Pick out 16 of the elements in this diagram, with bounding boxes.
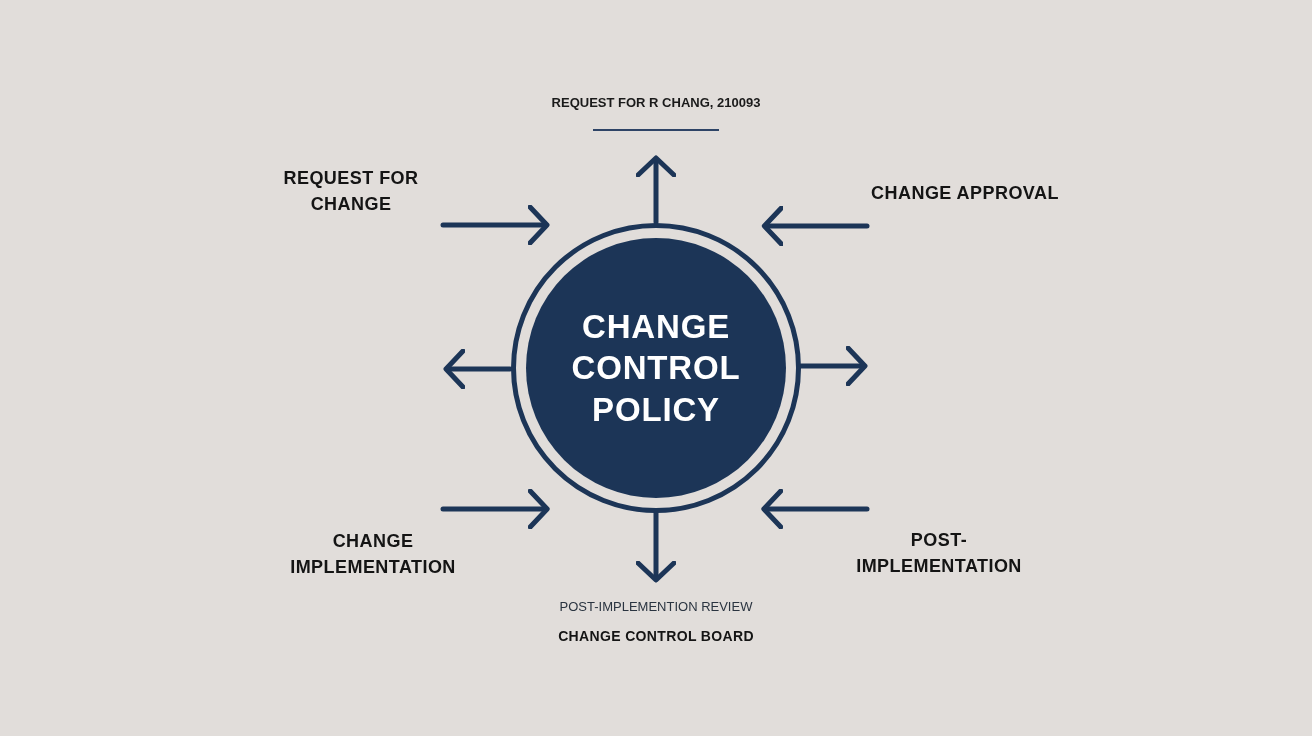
arrow — [635, 510, 677, 583]
review-label: POST-IMPLEMENTION REVIEW — [559, 597, 753, 616]
circle-title: CHANGE CONTROL POLICY — [570, 307, 742, 430]
top-heading: REQUEST FOR R CHANG, 210093 — [551, 94, 761, 112]
step-label: POST- IMPLEMENTATION — [855, 528, 1023, 578]
arrow — [440, 204, 550, 246]
arrow — [440, 488, 550, 530]
arrow — [761, 205, 870, 247]
arrow — [798, 345, 868, 387]
arrow — [443, 348, 513, 390]
step-label: REQUEST FOR CHANGE — [282, 166, 420, 216]
arrow — [635, 155, 677, 225]
board-label: CHANGE CONTROL BOARD — [557, 627, 755, 646]
arrow — [761, 488, 870, 530]
step-label: CHANGE IMPLEMENTATION — [289, 529, 457, 579]
step-label: CHANGE APPROVAL — [871, 181, 1059, 205]
